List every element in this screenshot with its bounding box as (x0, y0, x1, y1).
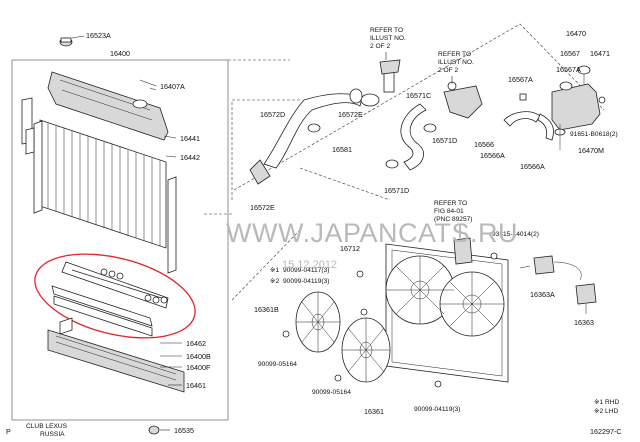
label-16572e-mid: 16572E (250, 203, 275, 212)
label-16567: 16567 (560, 49, 580, 58)
upper-tank (47, 71, 169, 141)
part-labels: 16523A 16400 16407A 16441 16442 16462 16… (86, 29, 618, 435)
label-16572e-top: 16572E (338, 110, 363, 119)
label-16566a-a: 16566A (480, 151, 505, 160)
upper-hose (249, 59, 401, 185)
label-16571d-a: 16571D (432, 136, 457, 145)
label-16462: 16462 (186, 339, 206, 348)
label-16400f: 16400F (186, 363, 211, 372)
label-16571c: 16571C (406, 91, 431, 100)
mark-1: ※1 (270, 267, 280, 274)
label-16572d: 16572D (260, 110, 285, 119)
club-logo: CLUB LEXUS (26, 423, 68, 430)
label-16471: 16471 (590, 49, 610, 58)
lower-tank (47, 317, 185, 393)
label-16567a-b: 16567A (556, 65, 581, 74)
label-16566a-b: 16566A (520, 162, 545, 171)
label-91651: 91651-B0618(2) (570, 131, 618, 138)
label-93315: 93315-14014(2) (492, 231, 539, 238)
label-16442: 16442 (180, 153, 200, 162)
label-16363: 16363 (574, 318, 594, 327)
label-90099-05164-b: 90099-05164 (312, 389, 351, 396)
label-16361b: 16361B (254, 305, 279, 314)
label-16567a-a: 16567A (508, 75, 533, 84)
label-16461: 16461 (186, 381, 206, 390)
watermark: WWW.JAPANCATS.RU 15.12.2012 (226, 218, 518, 271)
fan-16361 (334, 317, 391, 383)
label-16470: 16470 (566, 29, 586, 38)
refer-note-1-line1: REFER TO (370, 27, 403, 34)
refer-note-1-line3: 2 OF 2 (370, 43, 390, 50)
watermark-date: 15.12.2012 (282, 259, 337, 271)
label-16400b: 16400B (186, 352, 211, 361)
radiator-cap (59, 35, 85, 47)
label-16363a: 16363A (530, 290, 555, 299)
figure-code: 162297-C (590, 427, 622, 436)
legend-lhd: ※2 LHD (594, 408, 618, 415)
label-16523a: 16523A (86, 31, 111, 40)
highlight-ellipse (34, 253, 196, 339)
label-16407a: 16407A (160, 82, 185, 91)
radiator-core (21, 97, 177, 274)
radiator-assembly-frame (11, 59, 229, 421)
refer-notes: REFER TO ILLUST NO. 2 OF 2 REFER TO ILLU… (370, 27, 474, 238)
watermark-site: WWW.JAPANCATS.RU (226, 218, 518, 248)
label-16535: 16535 (174, 426, 194, 435)
variant-marks: ※1 ※2 ※1 RHD ※2 LHD (270, 267, 620, 415)
refer-note-2-line3: 2 OF 2 (438, 67, 458, 74)
dashed-guides (204, 23, 605, 301)
mark-2: ※2 (270, 278, 280, 285)
refer-note-3-line1: REFER TO (434, 200, 467, 207)
drain-plug (148, 425, 170, 435)
refer-note-1-line2: ILLUST NO. (370, 35, 406, 42)
label-16571d-b: 16571D (384, 186, 409, 195)
reserve-tank (519, 65, 606, 150)
label-16581: 16581 (332, 145, 352, 154)
refer-note-2-line2: ILLUST NO. (438, 59, 474, 66)
refer-note-3-line2: FIG 84-01 (434, 208, 464, 215)
footer: P CLUB LEXUS RUSSIA 162297-C (6, 423, 622, 438)
legend-rhd: ※1 RHD (594, 399, 620, 406)
label-16566: 16566 (474, 140, 494, 149)
label-90099-05164-a: 90099-05164 (258, 361, 297, 368)
lower-hose (385, 81, 483, 171)
reservoir-hose (503, 111, 554, 141)
label-16400: 16400 (110, 49, 130, 58)
label-90099-04119-bot: 90099-04119(3) (414, 406, 460, 413)
label-16470m: 16470M (578, 146, 604, 155)
label-90099-04117: 90099-04117(3) (283, 267, 329, 274)
fan-shroud (356, 237, 509, 388)
fan-motors (519, 255, 597, 314)
label-16361: 16361 (364, 407, 384, 416)
lower-hose-assembly (51, 261, 169, 337)
club-sub: RUSSIA (40, 431, 65, 438)
label-16712: 16712 (340, 244, 360, 253)
refer-note-3-line3: (PNC 89257) (434, 216, 472, 223)
label-16441: 16441 (180, 134, 200, 143)
radiator-leaders (139, 79, 182, 386)
label-90099-04119-top: 90099-04119(3) (283, 278, 329, 285)
fan-16361b (282, 291, 341, 353)
page-letter: P (6, 427, 11, 436)
refer-note-2-line1: REFER TO (438, 51, 471, 58)
